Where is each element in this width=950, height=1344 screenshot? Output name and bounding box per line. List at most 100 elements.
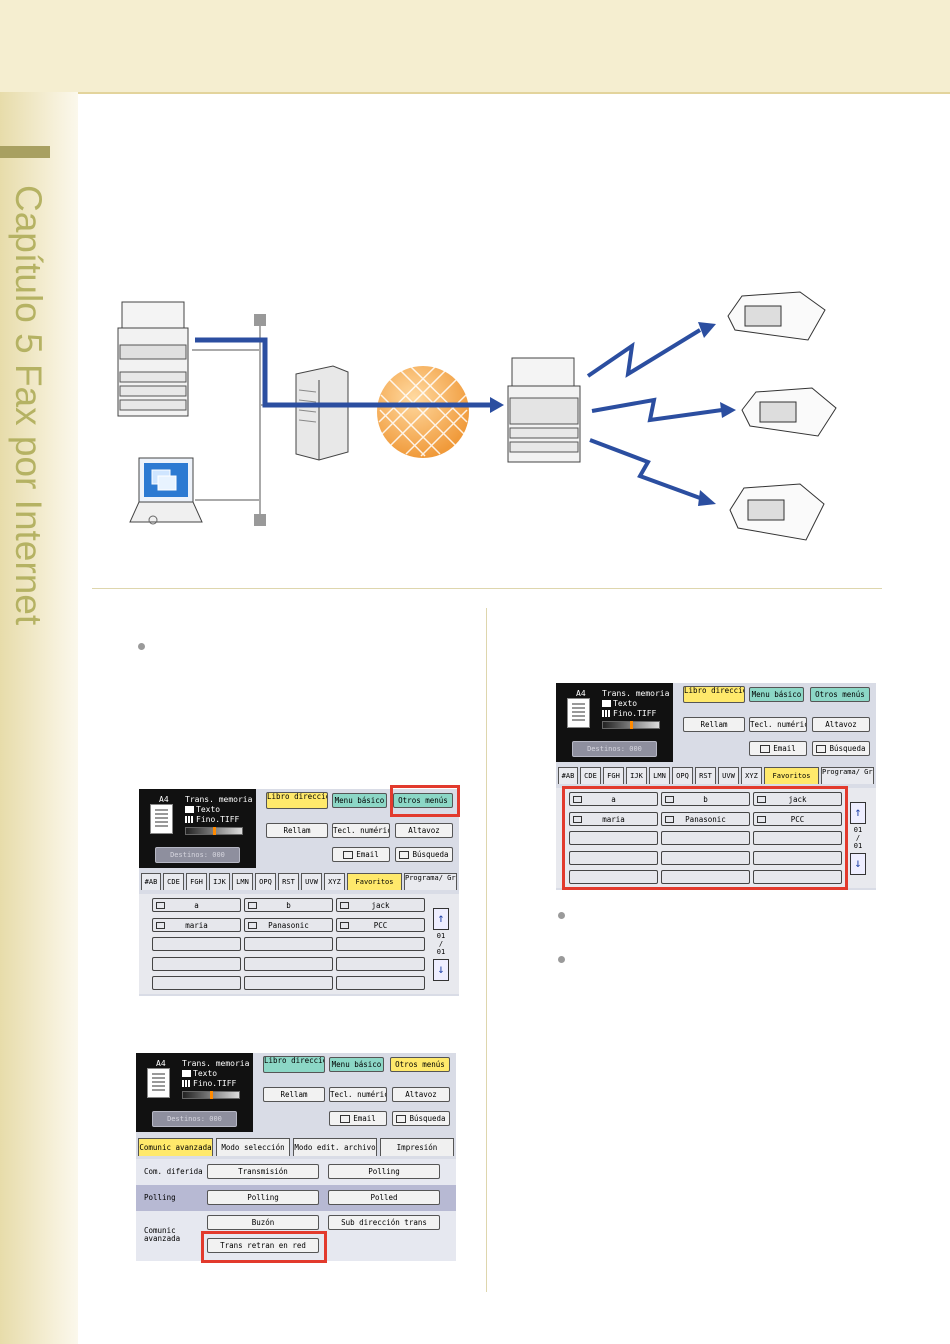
tab-ijk[interactable]: IJK (626, 767, 647, 784)
redial-button[interactable]: Rellam (263, 1087, 325, 1102)
email-button[interactable]: Email (332, 847, 390, 862)
tx-mode: Trans. memoria (182, 1059, 250, 1068)
entry-a[interactable]: a (152, 898, 241, 912)
tab-fgh[interactable]: FGH (186, 873, 207, 890)
tab-modo-seleccion[interactable]: Modo selección (216, 1138, 290, 1156)
scroll-up-button[interactable]: ↑ (433, 908, 449, 930)
tab-cde[interactable]: CDE (580, 767, 601, 784)
sub-address-button[interactable]: Sub dirección trans (328, 1215, 440, 1230)
buzon-button[interactable]: Buzón (207, 1215, 319, 1230)
search-icon (399, 851, 410, 859)
entry-empty[interactable] (244, 937, 333, 951)
email-button[interactable]: Email (329, 1111, 387, 1126)
entry-empty[interactable] (152, 957, 241, 971)
email-button[interactable]: Email (749, 741, 807, 756)
speaker-button[interactable]: Altavoz (392, 1087, 450, 1102)
entry-empty[interactable] (569, 870, 658, 884)
keypad-button[interactable]: Tecl. numérico (332, 823, 390, 838)
contrast-slider[interactable] (185, 827, 243, 835)
entry-empty[interactable] (336, 957, 425, 971)
basic-menu-button[interactable]: Menu básico (329, 1057, 384, 1072)
tab-ijk[interactable]: IJK (209, 873, 230, 890)
entry-empty[interactable] (753, 851, 842, 865)
entry-pcc[interactable]: PCC (753, 812, 842, 826)
destinations-button[interactable]: Destinos: 000 (155, 847, 240, 863)
tab-fgh[interactable]: FGH (603, 767, 624, 784)
tab-modo-edit-archivo[interactable]: Modo edit. archivo (293, 1138, 377, 1156)
other-menus-button[interactable]: Otros menús (393, 793, 453, 808)
entry-empty[interactable] (753, 831, 842, 845)
entry-empty[interactable] (661, 870, 750, 884)
tab-comunic-avanzada[interactable]: Comunic avanzada (138, 1138, 213, 1156)
tab-rst[interactable]: RST (695, 767, 716, 784)
tab-favoritos[interactable]: Favoritos (347, 873, 402, 890)
entry-b[interactable]: b (244, 898, 333, 912)
search-button[interactable]: Búsqueda (812, 741, 870, 756)
redial-button[interactable]: Rellam (266, 823, 328, 838)
entry-empty[interactable] (661, 851, 750, 865)
tab-xyz[interactable]: XYZ (741, 767, 762, 784)
tab-lmn[interactable]: LMN (649, 767, 670, 784)
entry-empty[interactable] (152, 976, 241, 990)
address-book-button[interactable]: Libro dirección (683, 686, 745, 703)
entry-empty[interactable] (336, 937, 425, 951)
contrast-slider[interactable] (602, 721, 660, 729)
network-diagram (117, 291, 837, 541)
entry-empty[interactable] (569, 831, 658, 845)
polling-button[interactable]: Polling (207, 1190, 319, 1205)
tab-lmn[interactable]: LMN (232, 873, 253, 890)
scroll-down-button[interactable]: ↓ (433, 959, 449, 981)
tab-opq[interactable]: OPQ (672, 767, 693, 784)
entry-empty[interactable] (661, 831, 750, 845)
tab-favoritos[interactable]: Favoritos (764, 767, 819, 784)
scroll-up-button[interactable]: ↑ (850, 802, 866, 824)
tab-xyz[interactable]: XYZ (324, 873, 345, 890)
destinations-button[interactable]: Destinos: 000 (572, 741, 657, 757)
tab-programa-grupo[interactable]: Programa/ Grupo (821, 767, 874, 784)
speaker-button[interactable]: Altavoz (395, 823, 453, 838)
entry-pcc[interactable]: PCC (336, 918, 425, 932)
entry-b[interactable]: b (661, 792, 750, 806)
address-book-button[interactable]: Libro dirección (263, 1056, 325, 1073)
other-menus-button[interactable]: Otros menús (390, 1057, 450, 1072)
transmision-button[interactable]: Transmisión (207, 1164, 319, 1179)
tab-cde[interactable]: CDE (163, 873, 184, 890)
basic-menu-button[interactable]: Menu básico (749, 687, 804, 702)
entry-jack[interactable]: jack (336, 898, 425, 912)
entry-jack[interactable]: jack (753, 792, 842, 806)
entry-empty[interactable] (336, 976, 425, 990)
tab-ab[interactable]: #AB (558, 767, 578, 784)
search-button[interactable]: Búsqueda (395, 847, 453, 862)
entry-maria[interactable]: maria (569, 812, 658, 826)
polling-tx-button[interactable]: Polling (328, 1164, 440, 1179)
address-book-button[interactable]: Libro dirección (266, 792, 328, 809)
entry-empty[interactable] (569, 851, 658, 865)
entry-a[interactable]: a (569, 792, 658, 806)
redial-button[interactable]: Rellam (683, 717, 745, 732)
contrast-slider[interactable] (182, 1091, 240, 1099)
destinations-button[interactable]: Destinos: 000 (152, 1111, 237, 1127)
tab-ab[interactable]: #AB (141, 873, 161, 890)
scroll-down-button[interactable]: ↓ (850, 853, 866, 875)
other-menus-button[interactable]: Otros menús (810, 687, 870, 702)
tab-uvw[interactable]: UVW (718, 767, 739, 784)
entry-empty[interactable] (244, 976, 333, 990)
entry-empty[interactable] (753, 870, 842, 884)
tab-impresion[interactable]: Impresión (380, 1138, 454, 1156)
tab-opq[interactable]: OPQ (255, 873, 276, 890)
tab-uvw[interactable]: UVW (301, 873, 322, 890)
polled-button[interactable]: Polled (328, 1190, 440, 1205)
basic-menu-button[interactable]: Menu básico (332, 793, 387, 808)
entry-panasonic[interactable]: Panasonic (661, 812, 750, 826)
tab-rst[interactable]: RST (278, 873, 299, 890)
relay-transmit-button[interactable]: Trans retran en red (207, 1238, 319, 1253)
search-button[interactable]: Búsqueda (392, 1111, 450, 1126)
tab-programa-grupo[interactable]: Programa/ Grupo (404, 873, 457, 890)
entry-empty[interactable] (152, 937, 241, 951)
entry-empty[interactable] (244, 957, 333, 971)
speaker-button[interactable]: Altavoz (812, 717, 870, 732)
keypad-button[interactable]: Tecl. numérico (749, 717, 807, 732)
keypad-button[interactable]: Tecl. numérico (329, 1087, 387, 1102)
entry-panasonic[interactable]: Panasonic (244, 918, 333, 932)
entry-maria[interactable]: maria (152, 918, 241, 932)
